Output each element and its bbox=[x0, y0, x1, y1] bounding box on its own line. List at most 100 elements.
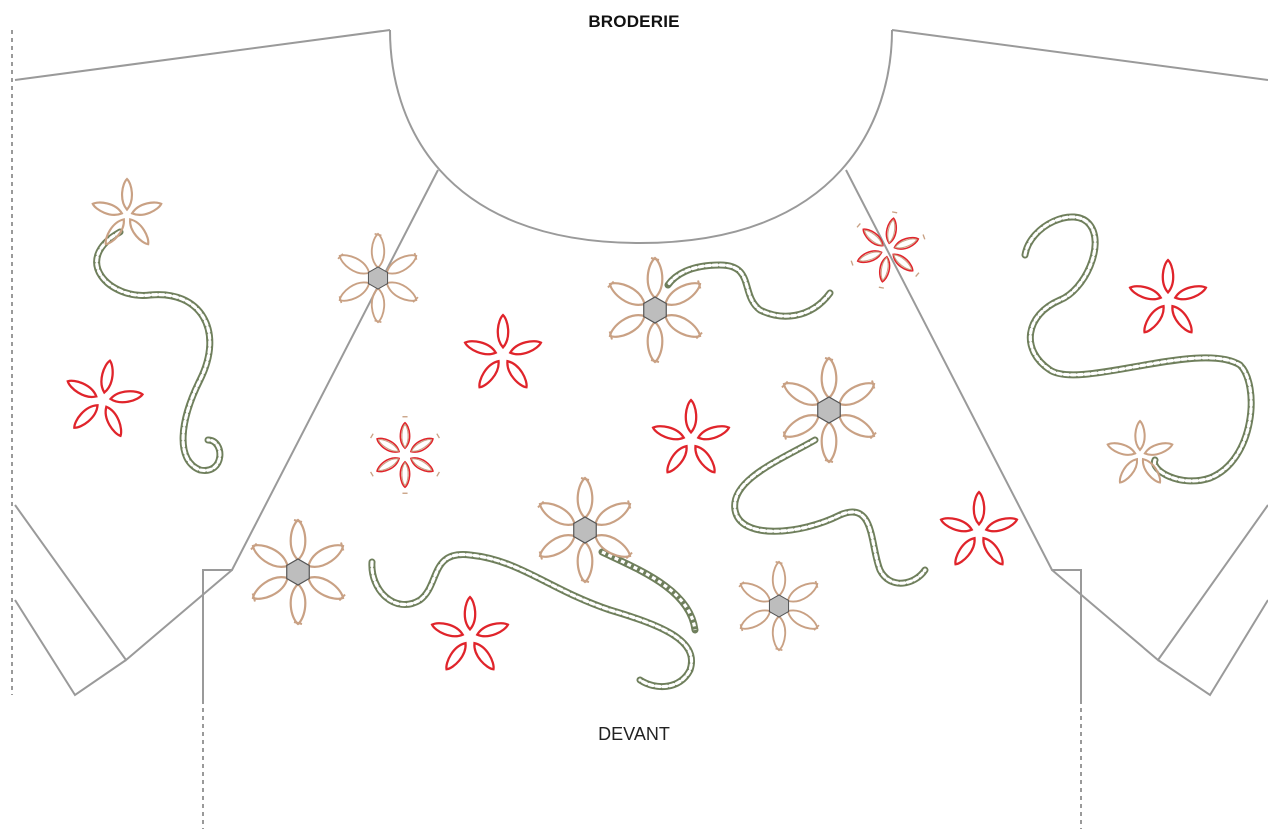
flower-motif bbox=[337, 232, 419, 324]
flower-center bbox=[286, 558, 310, 586]
flower-motif bbox=[651, 398, 731, 474]
flower-center bbox=[367, 266, 389, 290]
petal bbox=[838, 382, 876, 406]
petal bbox=[862, 228, 884, 247]
flower-motif bbox=[1106, 419, 1174, 484]
petal bbox=[1128, 285, 1163, 301]
petal bbox=[1143, 304, 1165, 334]
petal bbox=[878, 255, 891, 283]
petal bbox=[576, 476, 594, 520]
petal bbox=[129, 218, 150, 246]
petal bbox=[892, 253, 914, 272]
petal bbox=[289, 518, 307, 562]
petal bbox=[972, 490, 986, 527]
petal bbox=[475, 622, 510, 638]
chain-stitch bbox=[93, 228, 224, 474]
petal bbox=[1141, 457, 1162, 484]
petal bbox=[885, 217, 898, 245]
petal bbox=[104, 218, 125, 246]
flower-motif bbox=[430, 595, 510, 671]
petal bbox=[608, 314, 646, 338]
petal bbox=[121, 177, 133, 212]
petal bbox=[1118, 457, 1139, 484]
petal bbox=[66, 379, 98, 399]
petal bbox=[954, 536, 976, 566]
flower-motif bbox=[939, 490, 1019, 566]
front-left-edge bbox=[202, 169, 439, 700]
petal bbox=[786, 582, 819, 603]
petal bbox=[1171, 304, 1193, 334]
flower-motif bbox=[370, 416, 440, 494]
petal bbox=[289, 582, 307, 626]
petal bbox=[73, 404, 99, 429]
chain-stitch bbox=[1021, 213, 1255, 485]
petal bbox=[307, 544, 345, 568]
petal bbox=[696, 425, 731, 441]
flower-motif bbox=[250, 518, 346, 626]
petal bbox=[478, 359, 500, 389]
neckline bbox=[389, 29, 893, 245]
petal bbox=[130, 201, 163, 216]
chain-stitch-spur bbox=[598, 548, 699, 634]
petal bbox=[100, 359, 114, 395]
petal bbox=[646, 320, 664, 364]
flower-motif bbox=[91, 177, 163, 246]
petal bbox=[399, 421, 411, 450]
fold-lines bbox=[11, 30, 1082, 829]
right-shoulder-seam bbox=[891, 29, 1268, 81]
petal bbox=[506, 359, 528, 389]
petal bbox=[376, 457, 401, 473]
petal bbox=[1134, 419, 1146, 452]
petal bbox=[496, 313, 510, 350]
petal bbox=[982, 536, 1004, 566]
chain-stitch bbox=[731, 436, 929, 587]
petal bbox=[338, 281, 371, 302]
flower-motif bbox=[781, 356, 877, 464]
petal bbox=[739, 609, 772, 630]
petal bbox=[463, 595, 477, 632]
flower-center bbox=[817, 396, 841, 424]
chain-stitch bbox=[368, 551, 695, 691]
petal bbox=[370, 286, 386, 324]
petal bbox=[409, 457, 434, 473]
petal bbox=[538, 534, 576, 558]
flower-motif bbox=[850, 211, 926, 289]
petal bbox=[104, 405, 123, 438]
petal bbox=[251, 576, 289, 600]
flower-center bbox=[573, 516, 597, 544]
flower-motif bbox=[537, 476, 633, 584]
petal bbox=[856, 250, 883, 264]
petal bbox=[1106, 442, 1137, 456]
petal bbox=[939, 517, 974, 533]
left-shoulder-seam bbox=[14, 29, 391, 81]
petal bbox=[409, 437, 434, 453]
flower-motif bbox=[66, 359, 145, 438]
left-sleeve-hem bbox=[14, 599, 127, 697]
petal bbox=[771, 560, 787, 598]
flower-motif-layer bbox=[66, 177, 1208, 671]
flower-motif bbox=[463, 313, 543, 389]
petal bbox=[820, 356, 838, 400]
petal bbox=[1173, 285, 1208, 301]
petal bbox=[594, 502, 632, 526]
petal bbox=[508, 340, 543, 356]
piece-label-devant: DEVANT bbox=[598, 724, 670, 744]
chain-stitch bbox=[664, 261, 834, 320]
right-armhole bbox=[1051, 504, 1268, 662]
petal bbox=[651, 425, 686, 441]
garment-outline bbox=[14, 29, 1268, 700]
flower-motif bbox=[1128, 258, 1208, 334]
petal bbox=[684, 398, 698, 435]
petal bbox=[820, 420, 838, 464]
petal bbox=[893, 236, 920, 250]
petal bbox=[473, 641, 495, 671]
right-sleeve-hem bbox=[1157, 599, 1268, 697]
flower-motif bbox=[738, 560, 820, 652]
petal bbox=[771, 614, 787, 652]
petal bbox=[91, 201, 124, 216]
petal bbox=[108, 390, 145, 404]
petal bbox=[1161, 258, 1175, 295]
petal bbox=[646, 256, 664, 300]
flower-center bbox=[643, 296, 667, 324]
